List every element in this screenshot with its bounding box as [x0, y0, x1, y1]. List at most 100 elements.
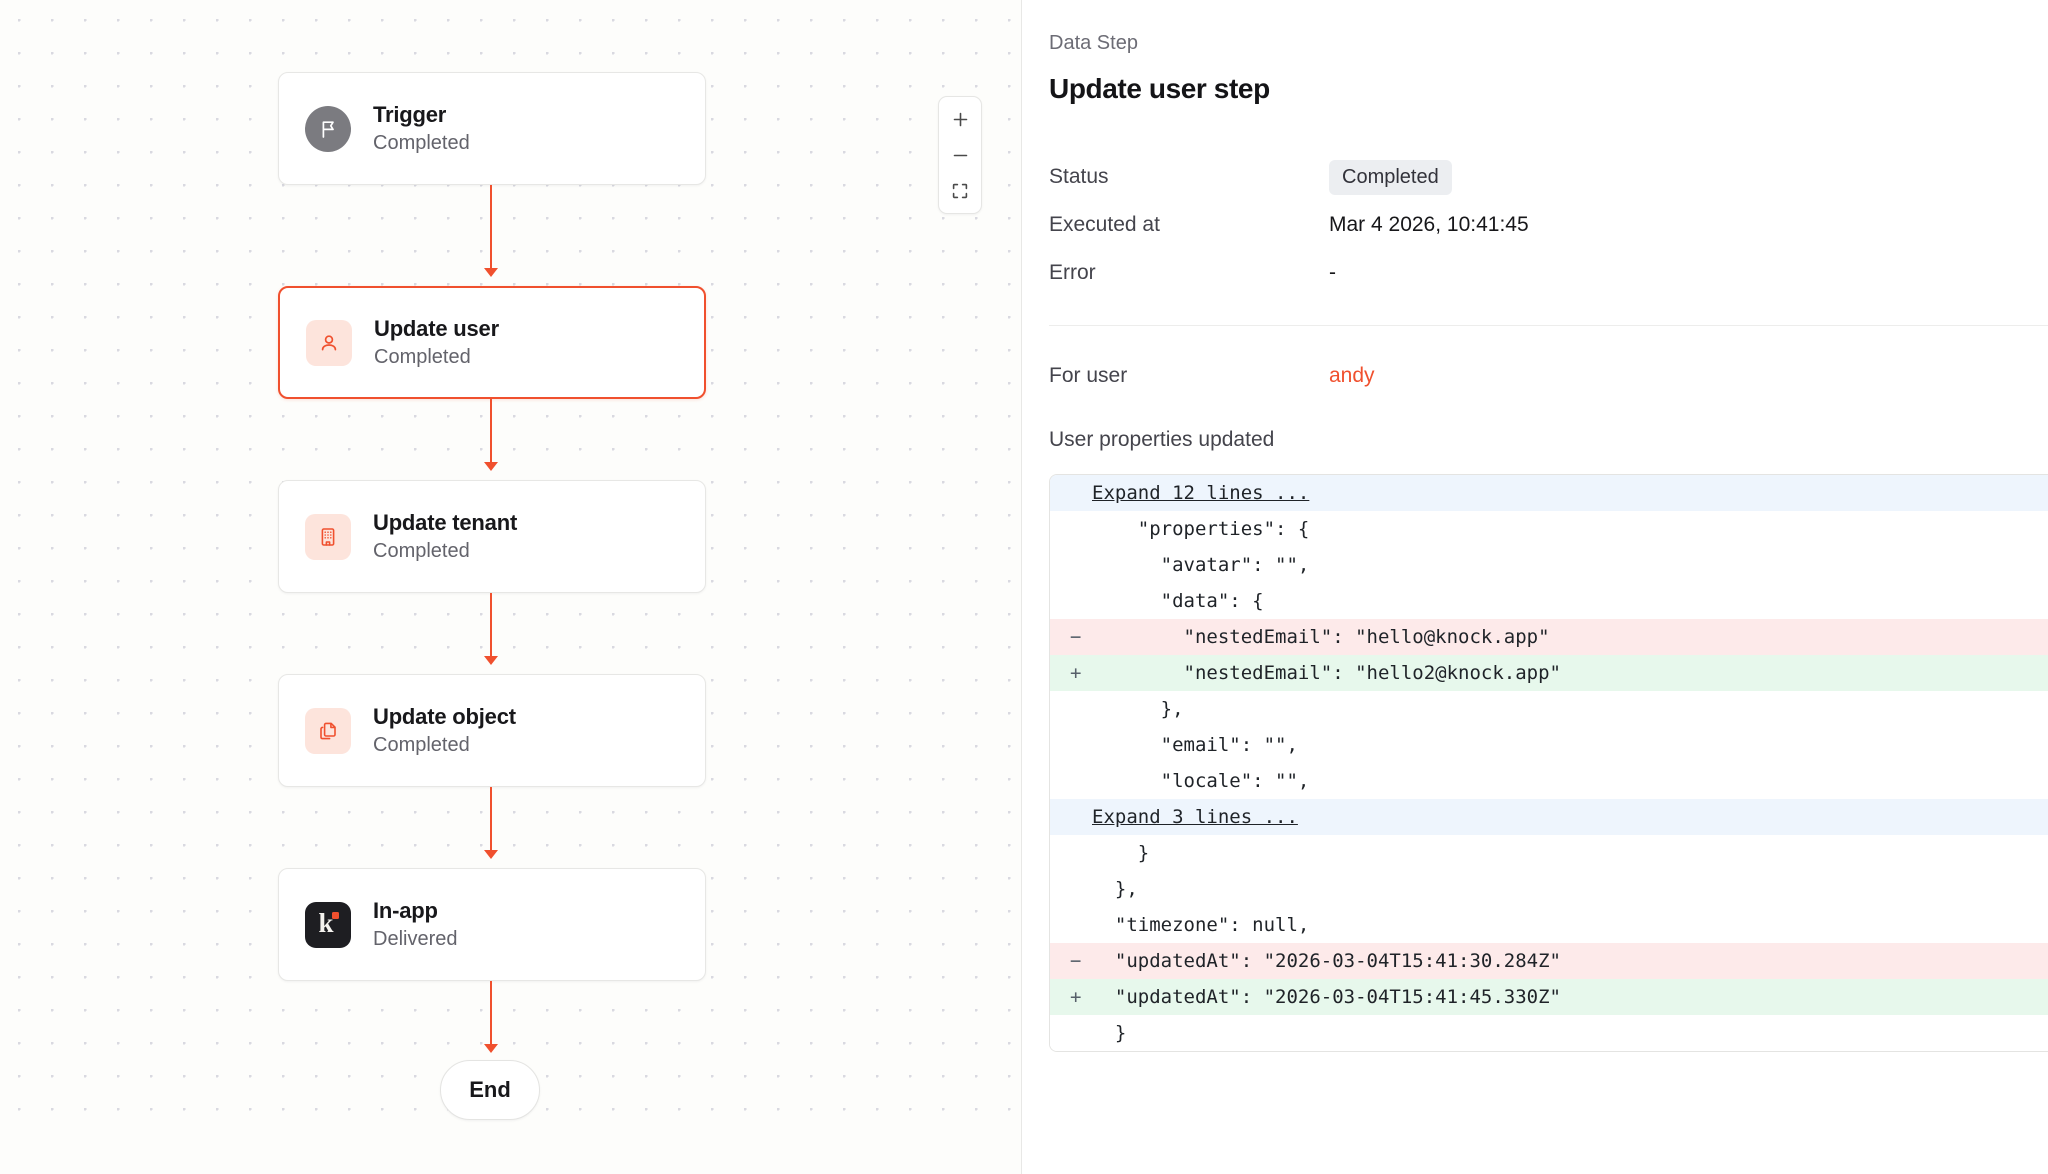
workflow-node-trigger[interactable]: Trigger Completed: [278, 72, 706, 185]
connector-in-app-to-end: [490, 981, 492, 1047]
diff-marker: +: [1070, 662, 1082, 684]
diff-line: }: [1050, 1015, 2048, 1051]
diff-code: "updatedAt": "2026-03-04T15:41:30.284Z": [1092, 950, 1561, 972]
building-icon: [305, 513, 351, 560]
node-text: Trigger Completed: [373, 102, 470, 155]
diff-marker: [1058, 835, 1092, 871]
diff-marker: −: [1070, 950, 1082, 972]
connector-update-tenant-to-update-object: [490, 593, 492, 659]
copy-icon: [305, 707, 351, 754]
arrowhead-1: [484, 268, 498, 277]
connector-update-object-to-in-app: [490, 787, 492, 853]
node-status: Completed: [373, 132, 470, 154]
node-text: In-app Delivered: [373, 898, 457, 951]
diff-code: },: [1092, 878, 1138, 900]
meta-row-error: Error -: [1049, 249, 2048, 297]
fit-view-button[interactable]: [940, 173, 980, 209]
fit-screen-icon: [952, 183, 968, 199]
diff-code: "timezone": null,: [1092, 914, 1310, 936]
panel-eyebrow: Data Step: [1049, 32, 1138, 54]
diff-marker: −: [1070, 626, 1082, 648]
diff-marker: [1058, 907, 1092, 943]
node-title: Update tenant: [373, 510, 518, 535]
connector-update-user-to-update-tenant: [490, 399, 492, 465]
expand-lines-link[interactable]: Expand 12 lines ...: [1092, 482, 1310, 504]
section-divider: [1049, 325, 2048, 326]
diff-line: },: [1050, 871, 2048, 907]
meta-label: Error: [1049, 261, 1096, 284]
workflow-node-update-object[interactable]: Update object Completed: [278, 674, 706, 787]
zoom-controls: [938, 96, 982, 214]
status-badge: Completed: [1329, 159, 1452, 195]
minus-icon: [953, 154, 967, 156]
meta-row-for-user: For user andy: [1049, 352, 2048, 400]
diff-code: "data": {: [1092, 590, 1264, 612]
meta-value: -: [1329, 261, 1336, 284]
canvas-bottom-fade: [0, 1134, 1021, 1174]
diff-line: "data": {: [1050, 583, 2048, 619]
properties-updated-label: User properties updated: [1049, 428, 1275, 451]
diff-marker: [1058, 871, 1092, 907]
diff-line-added: + "updatedAt": "2026-03-04T15:41:45.330Z…: [1050, 979, 2048, 1015]
diff-code: }: [1092, 1022, 1127, 1044]
diff-code: "locale": "",: [1092, 770, 1310, 792]
flag-icon: [305, 105, 351, 152]
properties-diff-block: Expand 12 lines ... "properties": { "ava…: [1049, 474, 2048, 1052]
workflow-node-update-tenant[interactable]: Update tenant Completed: [278, 480, 706, 593]
diff-marker: [1058, 763, 1092, 799]
node-title: In-app: [373, 898, 438, 923]
diff-line: "avatar": "",: [1050, 547, 2048, 583]
node-title: Update object: [373, 704, 516, 729]
node-status: Completed: [374, 346, 471, 368]
diff-marker: [1058, 583, 1092, 619]
badge-dot-icon: [332, 911, 339, 919]
workflow-node-in-app[interactable]: k In-app Delivered: [278, 868, 706, 981]
diff-code: "email": "",: [1092, 734, 1298, 756]
arrowhead-4: [484, 850, 498, 859]
diff-marker: [1058, 511, 1092, 547]
node-text: Update user Completed: [374, 316, 499, 369]
diff-code: }: [1092, 842, 1150, 864]
diff-marker: [1058, 1015, 1092, 1051]
node-status: Completed: [373, 734, 470, 756]
meta-label: Executed at: [1049, 213, 1160, 236]
zoom-in-button[interactable]: [940, 101, 980, 137]
diff-marker: [1058, 727, 1092, 763]
diff-code: "updatedAt": "2026-03-04T15:41:45.330Z": [1092, 986, 1561, 1008]
diff-line-removed: − "updatedAt": "2026-03-04T15:41:30.284Z…: [1050, 943, 2048, 979]
diff-marker: [1058, 691, 1092, 727]
meta-label: Status: [1049, 165, 1109, 188]
node-title: Trigger: [373, 102, 447, 127]
meta-value: Mar 4 2026, 10:41:45: [1329, 213, 1529, 236]
user-icon: [306, 319, 352, 366]
workflow-canvas[interactable]: Trigger Completed Update user Completed: [0, 0, 1022, 1174]
diff-line: "properties": {: [1050, 511, 2048, 547]
connector-trigger-to-update-user: [490, 185, 492, 271]
zoom-out-button[interactable]: [940, 137, 980, 173]
page-title: Update user step: [1049, 73, 1270, 104]
diff-line: "locale": "",: [1050, 763, 2048, 799]
plus-icon: [953, 112, 967, 126]
diff-line: }: [1050, 835, 2048, 871]
diff-line-added: + "nestedEmail": "hello2@knock.app": [1050, 655, 2048, 691]
user-link[interactable]: andy: [1329, 364, 1375, 387]
node-text: Update object Completed: [373, 704, 516, 757]
diff-line: },: [1050, 691, 2048, 727]
workflow-node-update-user[interactable]: Update user Completed: [278, 286, 706, 399]
expand-lines-link[interactable]: Expand 3 lines ...: [1092, 806, 1298, 828]
node-status: Delivered: [373, 928, 458, 950]
diff-line-removed: − "nestedEmail": "hello@knock.app": [1050, 619, 2048, 655]
diff-line: "email": "",: [1050, 727, 2048, 763]
diff-line-expand[interactable]: Expand 3 lines ...: [1050, 799, 2048, 835]
diff-code: "nestedEmail": "hello@knock.app": [1092, 626, 1550, 648]
diff-code: "nestedEmail": "hello2@knock.app": [1092, 662, 1562, 684]
diff-line: "timezone": null,: [1050, 907, 2048, 943]
diff-code: "avatar": "",: [1092, 554, 1310, 576]
arrowhead-3: [484, 656, 498, 665]
diff-line-expand[interactable]: Expand 12 lines ...: [1050, 475, 2048, 511]
node-title: Update user: [374, 316, 499, 341]
arrowhead-2: [484, 462, 498, 471]
workflow-node-end[interactable]: End: [440, 1060, 540, 1120]
meta-row-status: Status Completed: [1049, 153, 2048, 201]
